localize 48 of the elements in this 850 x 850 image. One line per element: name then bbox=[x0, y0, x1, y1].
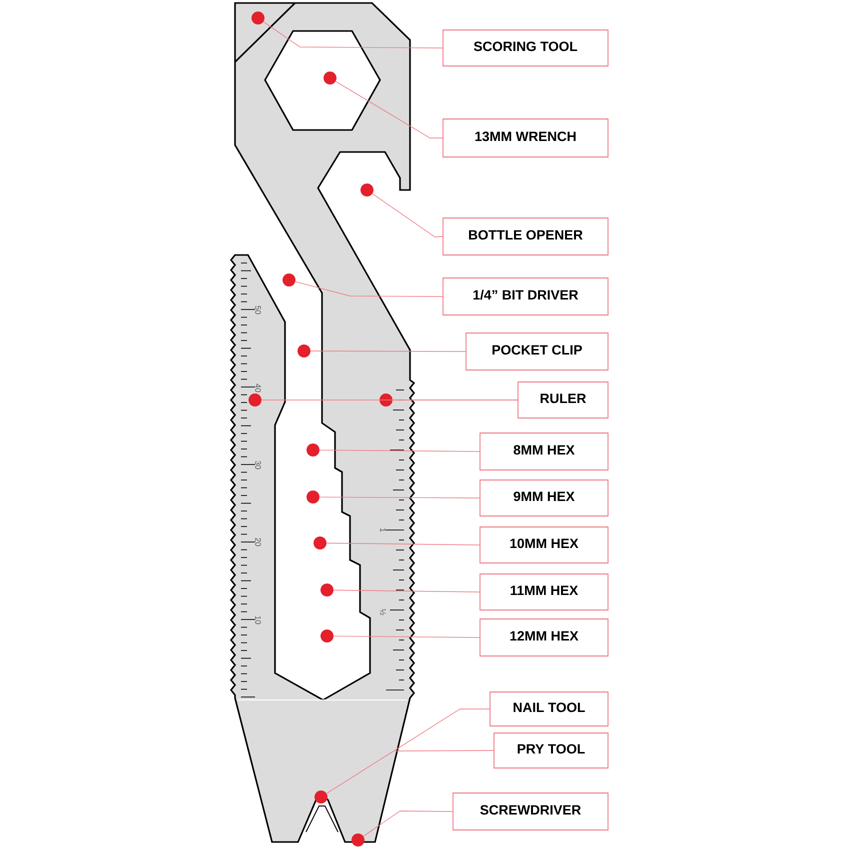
marker-dot bbox=[282, 274, 296, 286]
leader-line bbox=[319, 450, 480, 452]
ruler-number: 20 bbox=[255, 538, 261, 546]
marker-dot bbox=[298, 344, 310, 358]
marker-dot bbox=[352, 834, 364, 846]
ruler-number: 50 bbox=[255, 306, 261, 314]
label-box: 13MM WRENCH bbox=[442, 118, 608, 158]
leader-line bbox=[333, 636, 480, 638]
marker-dot bbox=[314, 536, 326, 550]
marker-dot bbox=[324, 72, 336, 84]
leader-line bbox=[263, 21, 443, 48]
leader-line bbox=[319, 496, 480, 498]
leader-line bbox=[335, 81, 443, 138]
label-box: POCKET CLIP bbox=[466, 332, 608, 370]
leader-line bbox=[394, 750, 494, 752]
leader-line bbox=[326, 708, 490, 794]
label-box: 12MM HEX bbox=[480, 618, 608, 656]
marker-dot bbox=[380, 394, 392, 406]
ruler-number: 1 bbox=[380, 528, 386, 532]
label-box: BOTTLE OPENER bbox=[442, 218, 608, 256]
label-box: 10MM HEX bbox=[480, 526, 608, 564]
leader-line bbox=[363, 810, 453, 837]
label-box: 8MM HEX bbox=[480, 432, 608, 470]
ruler-number: 40 bbox=[255, 384, 261, 392]
leader-line bbox=[295, 281, 443, 297]
label-box: SCORING TOOL bbox=[442, 30, 608, 66]
label-box: 1/4” BIT DRIVER bbox=[442, 278, 608, 316]
label-box: PRY TOOL bbox=[494, 732, 608, 768]
label-box: SCREWDRIVER bbox=[452, 792, 608, 830]
label-box: 11MM HEX bbox=[480, 574, 608, 610]
marker-dot bbox=[248, 394, 262, 406]
leader-line bbox=[372, 193, 443, 238]
marker-dot bbox=[252, 12, 264, 24]
ruler-number: 10 bbox=[255, 616, 261, 624]
leader-line bbox=[310, 350, 466, 352]
ruler-number: ½ bbox=[380, 608, 386, 616]
label-box: NAIL TOOL bbox=[490, 692, 608, 726]
leader-line bbox=[333, 590, 480, 592]
label-box: RULER bbox=[518, 382, 608, 418]
label-box: 9MM HEX bbox=[480, 480, 608, 516]
ruler-number: 30 bbox=[255, 460, 261, 470]
marker-dot bbox=[306, 444, 320, 456]
marker-dot bbox=[360, 184, 374, 196]
leader-line bbox=[326, 542, 480, 546]
marker-dot bbox=[320, 584, 334, 596]
marker-dot bbox=[320, 630, 334, 642]
marker-dot bbox=[314, 790, 328, 804]
marker-dot bbox=[306, 490, 320, 504]
